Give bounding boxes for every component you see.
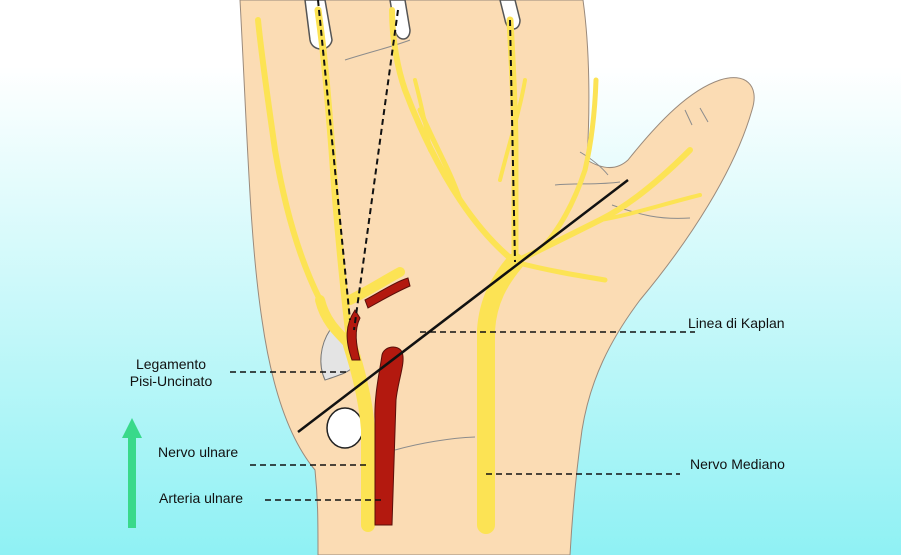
pisiform-bone (327, 408, 363, 448)
ligament-label-line2: Pisi-Uncinato (116, 373, 226, 390)
ligament-label: Legamento Pisi-Uncinato (116, 356, 226, 390)
ulnar-nerve-label: Nervo ulnare (158, 444, 238, 461)
kaplan-line-label: Linea di Kaplan (688, 315, 785, 332)
ligament-label-line1: Legamento (116, 356, 226, 373)
ulnar-artery-label: Arteria ulnare (159, 490, 243, 507)
median-nerve-label: Nervo Mediano (690, 456, 785, 473)
